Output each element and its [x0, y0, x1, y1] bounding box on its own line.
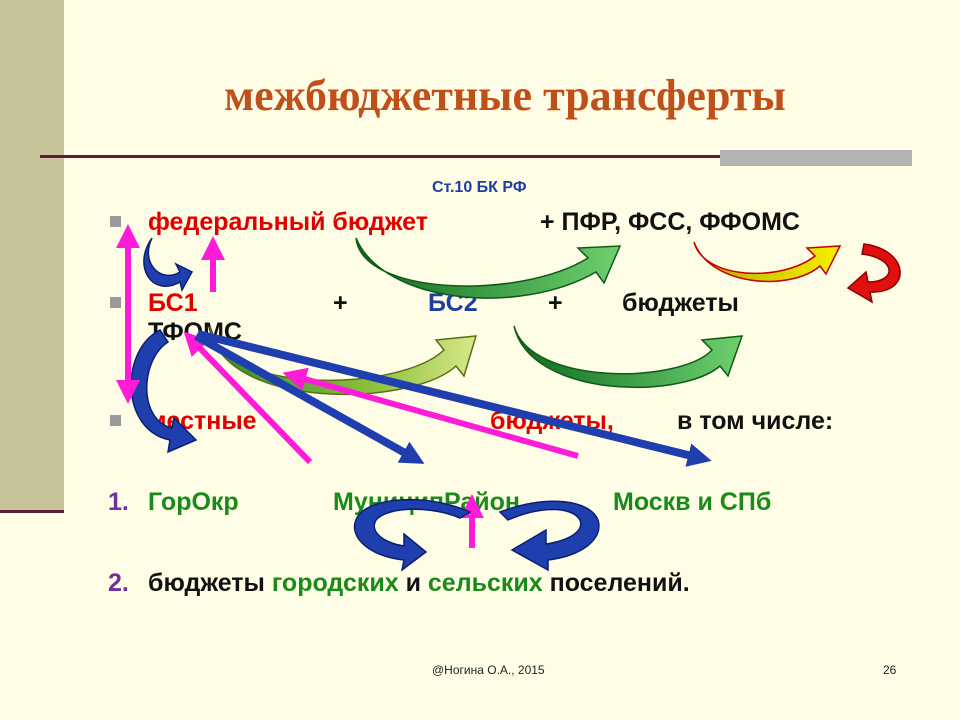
settlements-and: и [398, 569, 428, 597]
list-number-2: 2. [108, 569, 129, 597]
magenta-arrow-gorokr [183, 331, 313, 465]
blue-ring-right-arrow [498, 500, 600, 572]
budgets-label: бюджеты [622, 289, 739, 317]
source-reference: Ст.10 БК РФ [432, 179, 527, 196]
including-label: в том числе: [677, 407, 834, 435]
side-decor-bar [0, 0, 64, 512]
bs2-budgets-arrow [513, 325, 744, 389]
list-number-1: 1. [108, 488, 129, 516]
bullet-1 [110, 216, 121, 227]
blue-ring-left-arrow [353, 499, 472, 572]
title-rule-accent [720, 150, 912, 166]
funds-label: + ПФР, ФСС, ФФОМС [540, 208, 800, 236]
green-u-arrow-funds [355, 237, 622, 299]
federal-budget-label: федеральный бюджет [148, 208, 428, 236]
gorokr-label: ГорОкр [148, 488, 239, 516]
moscow-spb-label: Москв и СПб [613, 488, 772, 516]
plus-1: + [333, 289, 348, 317]
blue-arrow-to-moscow [197, 330, 712, 467]
blue-curl-arrow-1 [143, 237, 194, 293]
settlements-urban: городских [271, 569, 399, 597]
bs1-bs2-arrow [209, 325, 478, 396]
settlements-part-1: бюджеты [148, 569, 272, 597]
title-rule [40, 155, 912, 158]
bullet-2 [110, 297, 121, 308]
footer-author: @Ногина О.А., 2015 [432, 663, 545, 677]
settlements-rural: сельских [427, 569, 543, 597]
settlements-end: поселений. [542, 569, 690, 597]
settlements-line: бюджеты городских и сельских поселений. [148, 569, 690, 598]
slide-title: межбюджетные трансферты [224, 71, 786, 120]
side-decor-line [0, 510, 64, 513]
footer-page-number: 26 [883, 663, 897, 677]
bs1-label: БС1 [148, 289, 198, 317]
blue-arrow-to-mun [194, 332, 425, 464]
bullet-3 [110, 415, 121, 426]
plus-2: + [548, 289, 563, 317]
red-curl-arrow [846, 243, 901, 304]
magenta-arrow-moscow [282, 367, 579, 459]
yellow-u-arrow [693, 241, 842, 283]
blue-curl-arrow-2 [130, 329, 198, 454]
